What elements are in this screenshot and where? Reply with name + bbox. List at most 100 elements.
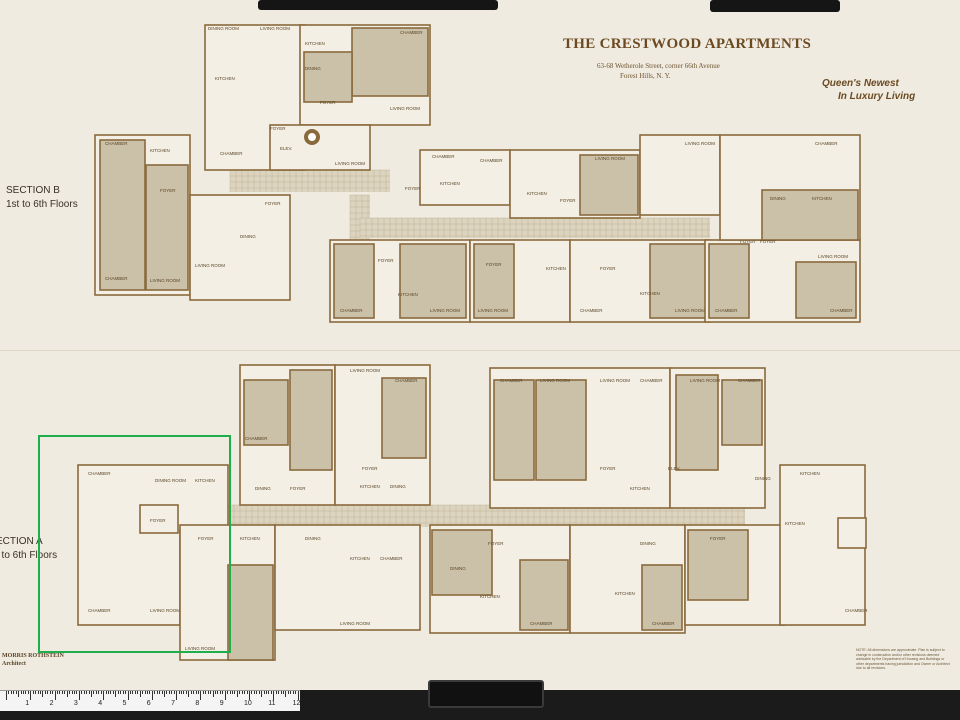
ruler-tick <box>93 691 95 694</box>
room-label-chamber: CHAMBER <box>220 151 243 156</box>
room-label-chamber: CHAMBER <box>105 276 128 281</box>
ruler-tick <box>57 691 59 694</box>
ruler-tick <box>270 691 272 694</box>
unit-a-east-bath <box>837 517 867 549</box>
unit-a-sw-living <box>227 564 274 661</box>
ruler-tick <box>258 691 260 694</box>
ruler-tick <box>108 691 110 694</box>
unit-b-west-living <box>145 164 189 291</box>
room-label-foyer: FOYER <box>150 518 166 523</box>
ruler-tick <box>253 691 255 694</box>
ruler-tick <box>117 691 119 694</box>
ruler-tick <box>134 691 136 694</box>
room-label-dining: DINING <box>390 484 406 489</box>
room-label-chamber: CHAMBER <box>480 158 503 163</box>
ruler-tick <box>285 691 287 697</box>
ruler-tick <box>151 691 153 700</box>
ruler-tick <box>234 691 236 694</box>
ruler-tick <box>40 691 42 694</box>
ruler-tick <box>129 691 131 694</box>
room-label-foyer: FOYER <box>265 201 281 206</box>
ruler-tick <box>180 691 182 694</box>
ruler-tick <box>10 691 12 694</box>
section-a-floors: t to 6th Floors <box>0 550 58 561</box>
ruler-tick <box>6 691 7 700</box>
ruler-tick <box>200 691 202 700</box>
unit-a-nw-chamber <box>243 379 289 446</box>
ruler-tick <box>278 691 280 694</box>
ruler-tick <box>27 691 29 694</box>
ruler-tick <box>241 691 243 694</box>
floor-plans: CHAMBER LIVING ROOM KITCHEN CHAMBER FOYER FOY… <box>77 24 868 661</box>
room-label-chamber: CHAMBER <box>340 308 363 313</box>
corridor-b-main <box>360 218 710 238</box>
ruler-tick <box>112 691 114 694</box>
section-b-name: SECTION B <box>6 185 60 196</box>
ruler-tick <box>261 691 263 697</box>
binder-clip-top-left <box>258 0 498 10</box>
room-label-chamber: CHAMBER <box>738 378 761 383</box>
ruler-tick <box>168 691 170 694</box>
room-label-living-room: LIVING ROOM <box>540 378 570 383</box>
unit-a-nw-living <box>289 369 333 471</box>
ruler-tick <box>149 691 151 694</box>
ruler-tick <box>214 691 216 694</box>
room-label-kitchen: KITCHEN <box>527 191 547 196</box>
ruler-tick <box>156 691 158 694</box>
unit-b-s2-living <box>473 243 515 319</box>
ruler-tick <box>127 691 129 700</box>
ruler-tick <box>59 691 61 694</box>
room-label-kitchen: KITCHEN <box>640 291 660 296</box>
corridor-b-main-grid <box>359 217 710 238</box>
room-label-chamber: CHAMBER <box>400 30 423 35</box>
unit-a-s2-chamber <box>519 559 569 631</box>
ruler-tick <box>292 691 294 694</box>
ruler-number: 1 <box>25 700 30 707</box>
unit-a-n3-living <box>535 379 587 481</box>
room-label-kitchen: KITCHEN <box>240 536 260 541</box>
ruler-tick <box>212 691 214 697</box>
ruler-tick <box>178 691 180 694</box>
room-label-foyer: FOYER <box>488 541 504 546</box>
ruler-tick <box>52 691 54 694</box>
unit-a-s3-chamber <box>641 564 683 631</box>
ruler-tick <box>183 691 185 694</box>
architect-credit: MORRIS ROTHSTEIN Architect <box>2 652 64 668</box>
room-label-kitchen: KITCHEN <box>215 76 235 81</box>
room-label-foyer: FOYER <box>362 466 378 471</box>
unit-b-mid-1 <box>419 149 511 206</box>
unit-b-core <box>269 124 371 171</box>
section-b-label: SECTION B 1st to 6th Floors <box>6 184 78 212</box>
section-b-floors: 1st to 6th Floors <box>6 199 78 210</box>
ruler-tick <box>297 691 299 700</box>
ruler-tick <box>166 691 168 694</box>
room-label-chamber: CHAMBER <box>815 141 838 146</box>
ruler-tick <box>105 691 107 694</box>
unit-b-s4-living <box>795 261 857 319</box>
room-label-kitchen: KITCHEN <box>480 594 500 599</box>
room-label-foyer: FOYER <box>600 266 616 271</box>
room-label-foyer: FOYER <box>560 198 576 203</box>
ruler-tick <box>222 691 224 694</box>
ruler-tick <box>251 691 253 694</box>
ruler-tick <box>280 691 282 694</box>
ruler-tick <box>173 691 175 694</box>
ruler-tick <box>236 691 238 697</box>
ruler-number: 7 <box>171 700 175 707</box>
disclaimer-note: NOTE: All dimensions are approximate. Pl… <box>856 648 950 670</box>
ruler-tick <box>100 691 102 694</box>
room-label-living-room: LIVING ROOM <box>600 378 630 383</box>
ruler-number: 9 <box>219 700 224 707</box>
ruler-tick <box>13 691 15 694</box>
unit-a-south-1 <box>274 524 421 631</box>
ruler-tick <box>239 691 241 694</box>
ruler-tick <box>83 691 85 694</box>
ruler-tick <box>229 691 231 694</box>
room-label-living-room: LIVING ROOM <box>685 141 715 146</box>
ruler-tick <box>273 691 275 700</box>
ruler-tick <box>263 691 265 694</box>
ruler-tick <box>275 691 277 694</box>
address-line-2: Forest Hills, N. Y. <box>620 72 671 80</box>
ruler-tick <box>249 691 250 700</box>
ruler-tick <box>47 691 49 694</box>
